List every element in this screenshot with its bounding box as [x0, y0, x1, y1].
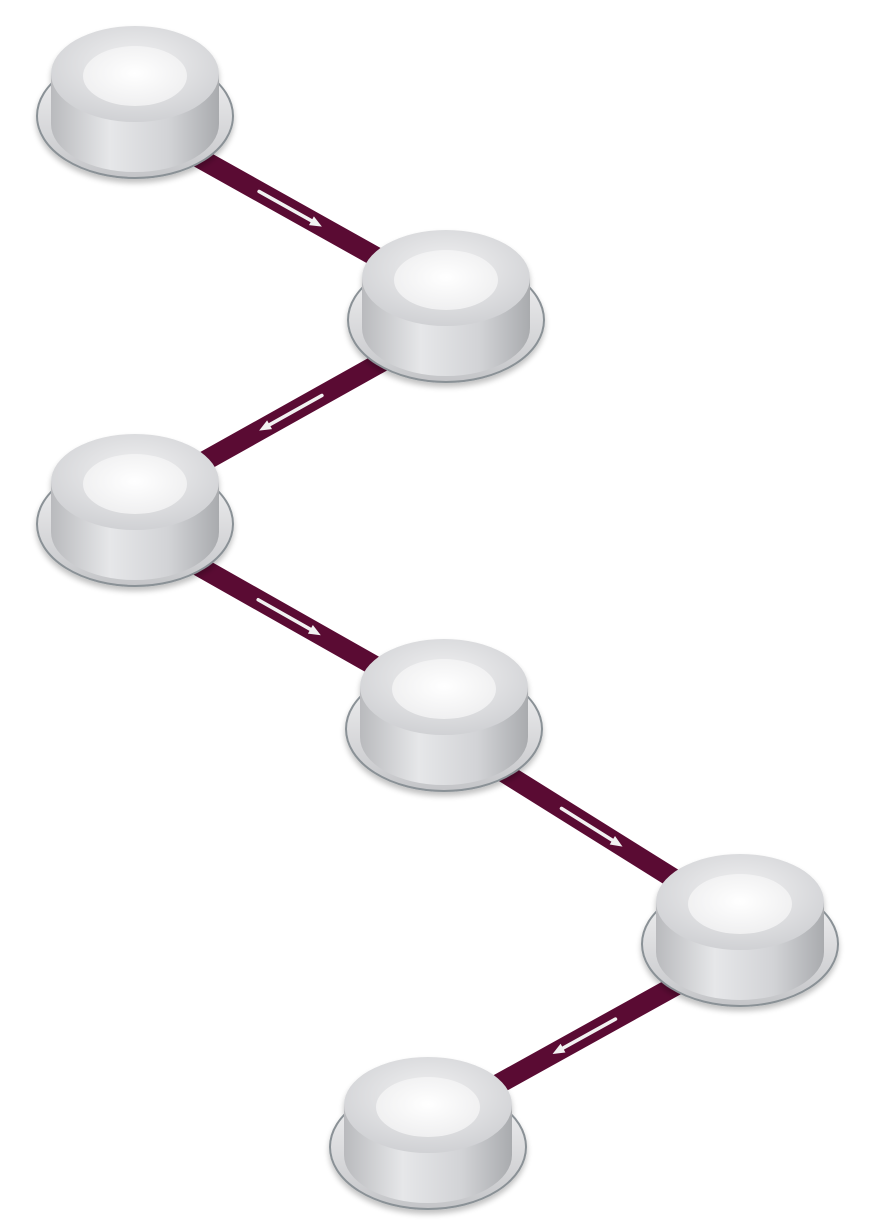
flow-arrow-icon: [259, 393, 324, 431]
flow-arrow-icon: [552, 1017, 618, 1054]
process-node-4: [345, 639, 543, 792]
flow-arrow-icon: [257, 189, 322, 227]
process-node-5: [641, 854, 839, 1007]
process-node-1: [36, 26, 234, 179]
nodes-layer: [36, 26, 839, 1210]
flow-arrow-icon: [256, 598, 321, 636]
node-face: [83, 46, 187, 106]
node-face: [394, 250, 498, 310]
process-node-2: [347, 230, 545, 383]
node-face: [688, 874, 792, 934]
node-face: [83, 454, 187, 514]
process-node-6: [329, 1057, 527, 1210]
process-node-3: [36, 434, 234, 587]
node-face: [376, 1077, 480, 1137]
node-face: [392, 659, 496, 719]
flow-arrow-icon: [559, 806, 623, 847]
